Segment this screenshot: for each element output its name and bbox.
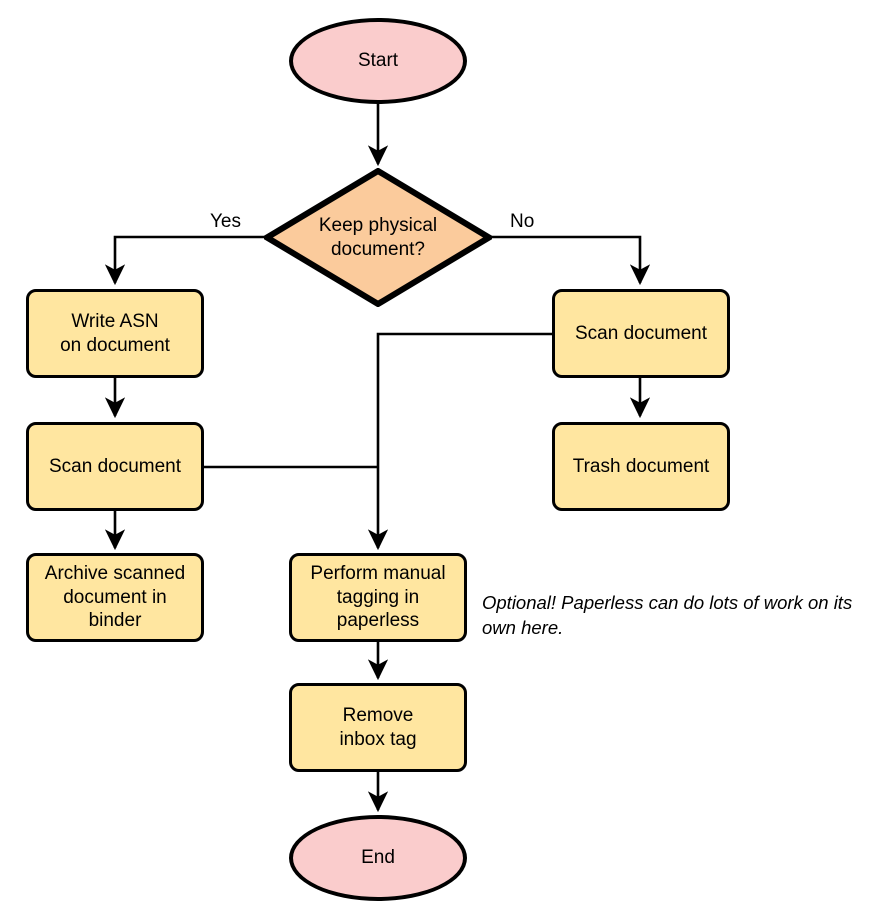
- node-write-asn-label: Write ASN on document: [60, 310, 170, 356]
- node-tagging-label: Perform manual tagging in paperless: [310, 563, 446, 632]
- decision-diamond-shape: [264, 168, 492, 307]
- edge-scan-right-to-tagging: [367, 332, 552, 551]
- annotation-optional-note: Optional! Paperless can do lots of work …: [482, 592, 853, 638]
- node-archive-scanned-document-in-binder[interactable]: Archive scanned document in binder: [26, 553, 204, 642]
- node-decision-label: Keep physical document?: [318, 214, 438, 260]
- node-remove-inbox-tag[interactable]: Remove inbox tag: [289, 683, 467, 772]
- node-scan-document-left[interactable]: Scan document: [26, 422, 204, 511]
- node-trash-document[interactable]: Trash document: [552, 422, 730, 511]
- node-start[interactable]: Start: [289, 18, 467, 104]
- node-perform-manual-tagging-in-paperless[interactable]: Perform manual tagging in paperless: [289, 553, 467, 642]
- node-start-label: Start: [357, 50, 399, 72]
- node-scan-document-left-label: Scan document: [48, 455, 182, 477]
- node-decision-keep-physical-document[interactable]: Keep physical document?: [264, 168, 492, 307]
- node-trash-document-label: Trash document: [572, 455, 710, 477]
- edge-label-yes: Yes: [210, 211, 241, 232]
- node-end-label: End: [361, 847, 395, 869]
- node-write-asn-on-document[interactable]: Write ASN on document: [26, 289, 204, 378]
- node-end[interactable]: End: [289, 815, 467, 901]
- edge-decision-to-write-asn: [104, 235, 265, 286]
- edge-label-no: No: [510, 211, 535, 232]
- node-remove-tag-label: Remove inbox tag: [339, 704, 417, 750]
- node-scan-document-right[interactable]: Scan document: [552, 289, 730, 378]
- node-archive-label: Archive scanned document in binder: [44, 563, 186, 632]
- node-scan-document-right-label: Scan document: [574, 322, 708, 344]
- edge-decision-to-scan-right: [491, 235, 651, 286]
